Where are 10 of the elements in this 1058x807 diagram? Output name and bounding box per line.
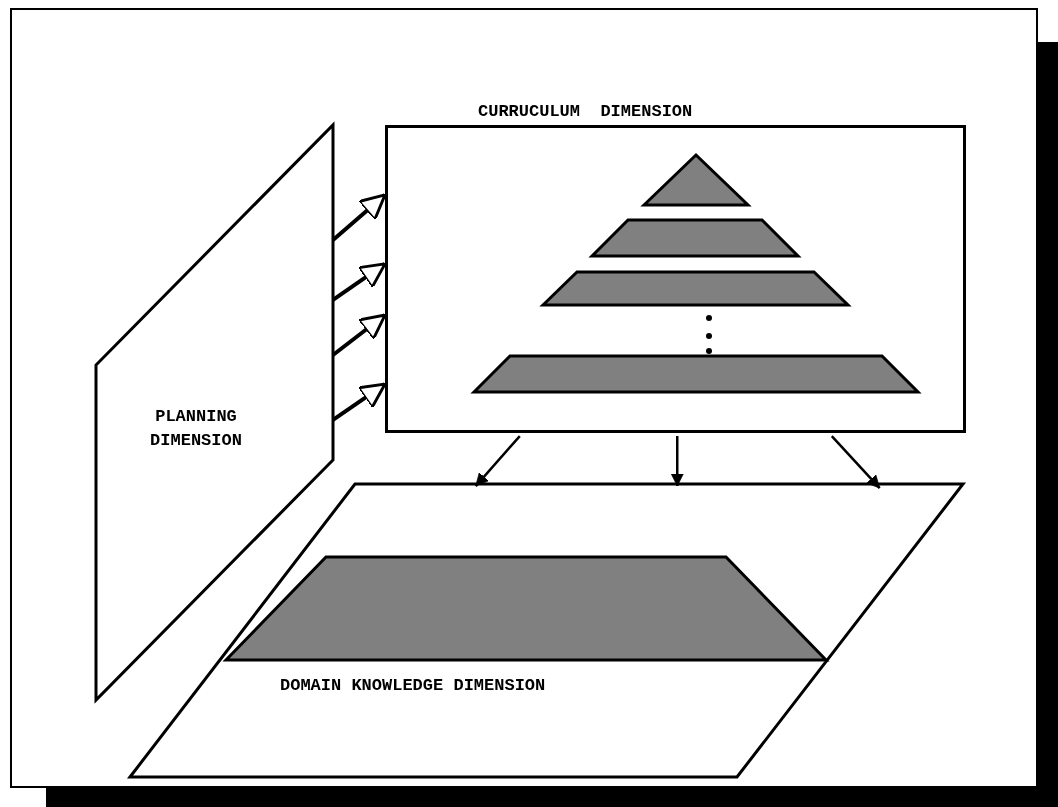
arrow bbox=[830, 435, 881, 489]
dimension-title: DOMAIN KNOWLEDGE DIMENSION bbox=[280, 675, 547, 697]
arrow bbox=[670, 436, 684, 487]
arrow bbox=[331, 193, 387, 242]
dimension-title: PLANNING DIMENSION bbox=[149, 406, 243, 452]
dimension-title: CURRUCULUM DIMENSION bbox=[478, 101, 694, 123]
arrow bbox=[331, 262, 387, 302]
arrow bbox=[331, 382, 387, 422]
arrow bbox=[474, 435, 521, 487]
arrow bbox=[331, 313, 387, 357]
